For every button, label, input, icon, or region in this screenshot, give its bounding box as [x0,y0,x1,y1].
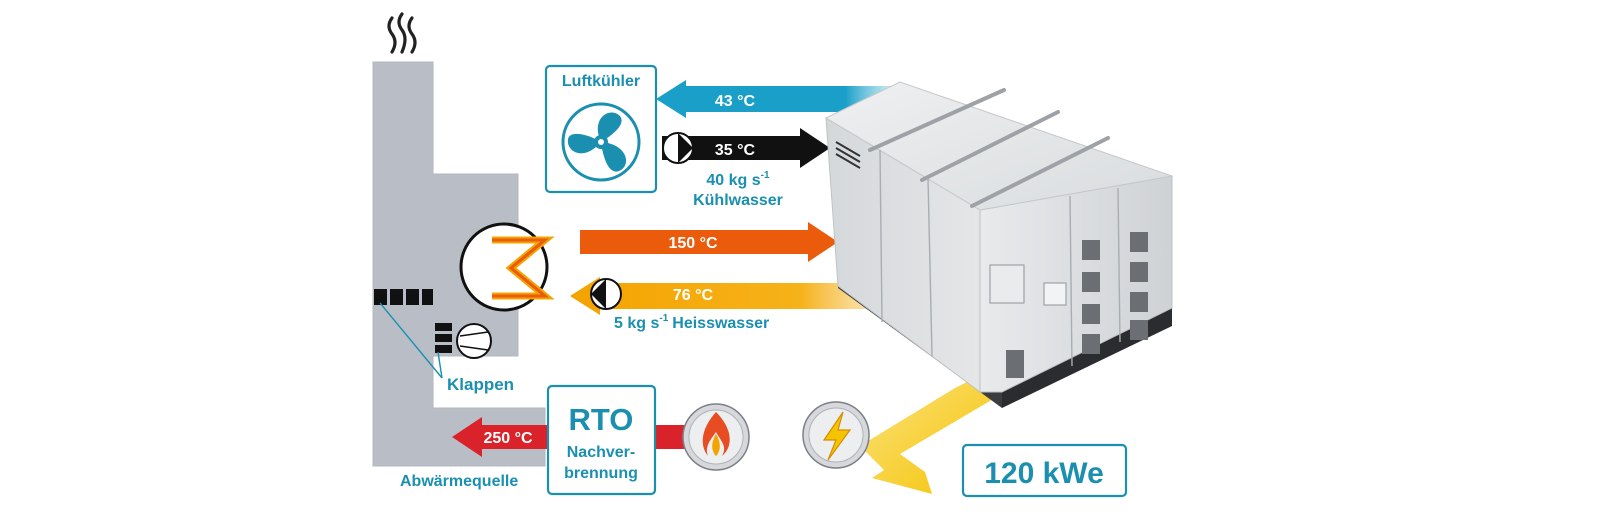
exhaust-duct [372,61,546,467]
air-cooler-label: Luftkühler [562,73,640,90]
hot-water-return-arrow [570,277,900,315]
orc-module-icon [824,81,1174,408]
air-cooler-box: Luftkühler [544,64,658,194]
cooling-water-label: Kühlwasser [693,192,783,209]
rto-subtitle-line1: Nachver- [567,444,635,461]
power-output-box: 120 kWe [961,443,1128,498]
cooling-return-arrow [656,80,893,118]
power-arrow [860,378,995,494]
rto-box: RTO Nachver- brennung [546,384,657,496]
power-output-label: 120 kWe [984,457,1104,490]
hot-water-return-temp: 76 °C [673,287,714,304]
cooling-supply-arrow [662,128,830,168]
dampers-leader-lines [379,302,443,379]
cooling-flow-label: 40 kg s-1 [706,170,770,189]
rto-subtitle-line2: brennung [564,465,638,482]
bypass-fan-icon [456,323,492,359]
cooling-flow-exponent: -1 [761,170,770,181]
cooling-pump-icon [662,132,694,164]
dampers-label: Klappen [447,375,514,394]
fan-icon [561,102,641,182]
hot-water-supply-temp: 150 °C [668,235,718,252]
exhaust-temp: 250 °C [483,430,533,447]
hot-flow-value: 5 kg s [614,315,659,332]
cooling-flow-value: 40 kg s [706,172,760,189]
hot-water-pump-icon [590,278,622,310]
hot-flow-exponent: -1 [659,313,668,324]
heat-source-label: Abwärmequelle [400,473,518,490]
cooling-supply-temp: 35 °C [715,142,756,159]
flame-icon [682,403,750,471]
damper-column-vertical [435,323,452,353]
steam-icon [387,12,417,54]
cooling-return-temp: 43 °C [715,93,756,110]
rto-title: RTO [569,402,634,437]
hot-water-label: Heisswasser [672,315,769,332]
hot-water-supply-arrow [580,222,838,262]
heat-exchanger-icon [459,222,555,312]
lightning-icon [802,401,870,469]
damper-row-horizontal [374,289,433,305]
hot-flow-label: 5 kg s-1 Heisswasser [614,313,769,332]
